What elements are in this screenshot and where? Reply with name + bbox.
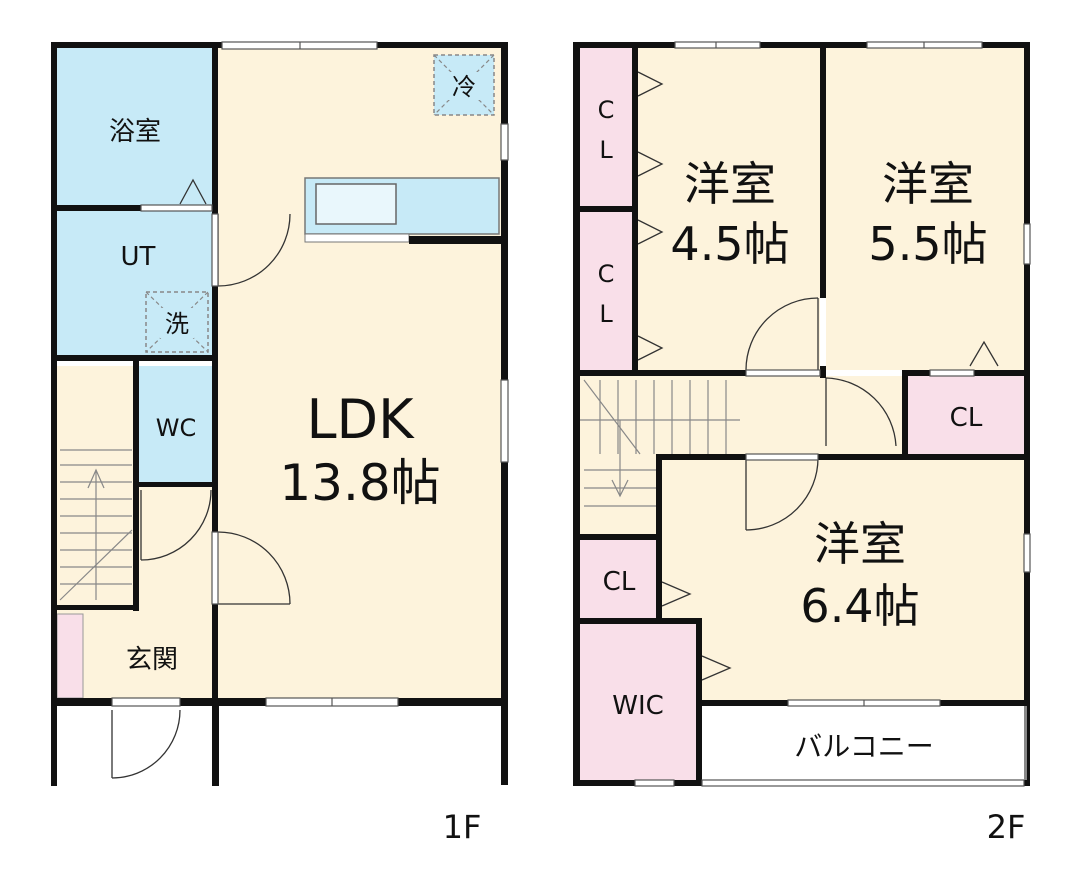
- balcony-railing: [1024, 706, 1027, 780]
- balcony-label: バルコニー: [794, 730, 933, 763]
- toilet-hall-fill: [139, 484, 213, 610]
- stair-area-fill: [57, 366, 137, 610]
- closet-small-fill: [580, 540, 658, 618]
- walls-1f: [51, 42, 508, 786]
- shoe-box-fill: [56, 613, 84, 699]
- bedroom-a-fill: [638, 48, 820, 370]
- closet-upper-fill: [580, 48, 632, 206]
- hall-2f-fill: [580, 376, 904, 454]
- ldk-size-label: 13.8帖: [279, 454, 440, 512]
- windows-1f: [111, 41, 509, 707]
- walk-in-fill: [580, 624, 696, 780]
- balcony-fill: [702, 706, 1024, 780]
- closet-right-fill: [908, 376, 1024, 454]
- fridge-label: 冷: [452, 73, 476, 101]
- toilet-label: WC: [156, 414, 197, 442]
- bedroom-c-name: 洋室: [814, 517, 906, 571]
- closet-lower-fill: [580, 212, 632, 370]
- bath-room-fill: [57, 48, 213, 208]
- toilet-room-fill: [139, 366, 213, 484]
- washer-label: 洗: [165, 310, 189, 338]
- ldk-room-fill: [218, 48, 501, 700]
- closet-upper-label-1: C: [598, 96, 615, 124]
- floor-1-label: 1F: [443, 808, 482, 846]
- walk-in-label: WIC: [612, 691, 664, 721]
- floor-1-plan: 浴室 UT 冷 洗 WC LDK 13.8帖 玄関 1F: [51, 41, 509, 846]
- bedroom-b-size: 5.5帖: [868, 217, 987, 271]
- closet-upper-label-2: L: [599, 136, 613, 164]
- closet-small-label: CL: [603, 567, 636, 597]
- bedroom-c-fill: [662, 460, 1024, 700]
- bedroom-c-size: 6.4帖: [800, 579, 919, 633]
- ldk-name-label: LDK: [306, 388, 415, 451]
- bedroom-a-name: 洋室: [684, 157, 776, 211]
- closet-right-label: CL: [950, 403, 983, 433]
- bedroom-a-size: 4.5帖: [670, 217, 789, 271]
- entrance-label: 玄関: [126, 645, 178, 675]
- bedroom-b-fill: [826, 48, 1024, 370]
- closet-lower-label-1: C: [598, 260, 615, 288]
- kitchen-sink: [315, 183, 397, 225]
- stairs-1f: [59, 449, 133, 601]
- windows-2f: [634, 41, 1031, 787]
- door-swings-2f: [637, 71, 999, 681]
- kitchen-hood: [304, 233, 410, 243]
- floor-2-plan: C L C L 洋室 4.5帖 洋室 5.5帖 CL 洋室 6.4帖 CL WI…: [573, 41, 1031, 846]
- bath-label: 浴室: [109, 117, 161, 147]
- bedroom-b-name: 洋室: [882, 157, 974, 211]
- closet-lower-label-2: L: [599, 300, 613, 328]
- utility-label: UT: [121, 242, 156, 272]
- floor-2-label: 2F: [987, 808, 1026, 846]
- stairs-2f: [580, 379, 740, 507]
